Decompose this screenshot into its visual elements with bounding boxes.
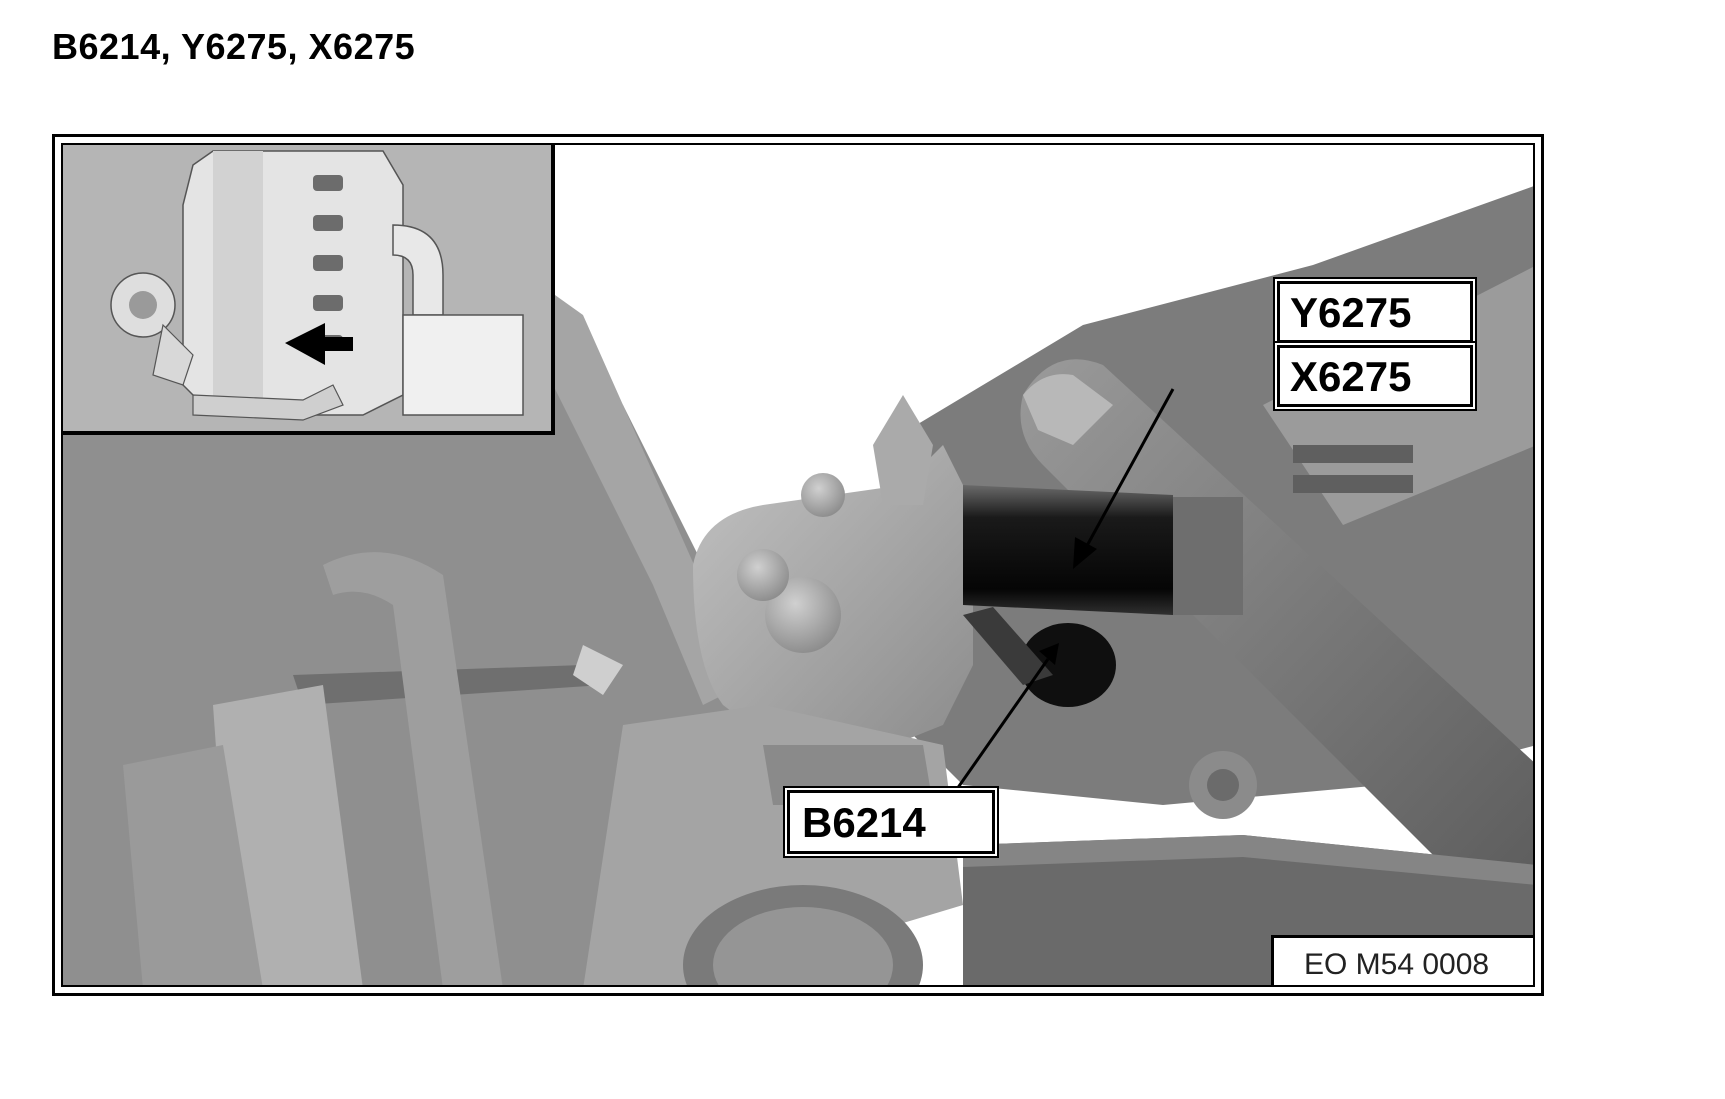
- callout-x6275: X6275: [1277, 345, 1473, 407]
- locator-inset: [63, 145, 555, 435]
- figure-inner: Y6275 X6275 B6214 EO M54 0008: [61, 143, 1535, 987]
- arrow-right-icon: [285, 323, 353, 365]
- figure-reference: EO M54 0008: [1271, 935, 1533, 985]
- page-title: B6214, Y6275, X6275: [52, 26, 416, 67]
- figure-frame: Y6275 X6275 B6214 EO M54 0008: [52, 134, 1544, 996]
- engine-overview-illustration: [63, 145, 551, 431]
- callout-y6275: Y6275: [1277, 281, 1473, 343]
- callout-b6214: B6214: [787, 790, 995, 854]
